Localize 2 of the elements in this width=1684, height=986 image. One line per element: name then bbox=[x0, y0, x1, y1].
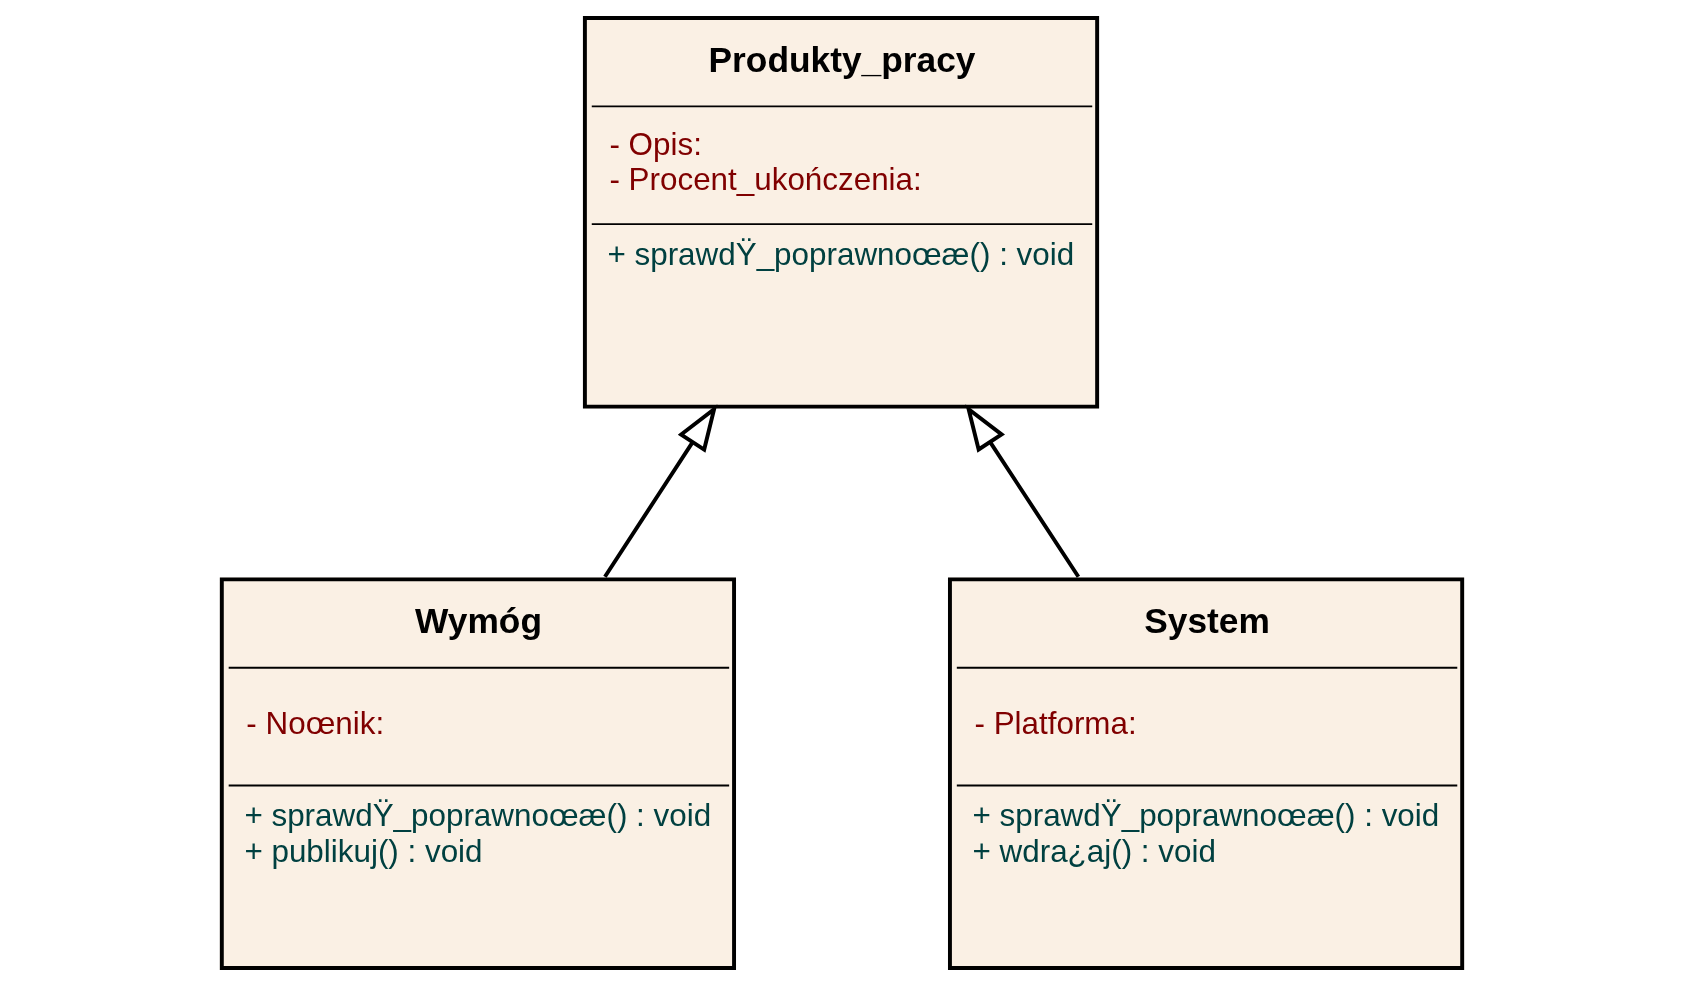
arrow bbox=[965, 404, 1081, 578]
arrow bbox=[603, 404, 718, 578]
